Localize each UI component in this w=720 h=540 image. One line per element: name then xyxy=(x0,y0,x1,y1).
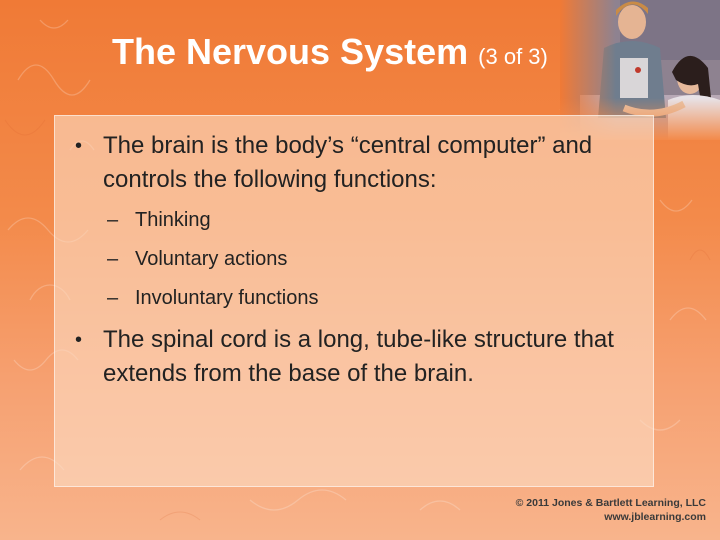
bullet-marker: • xyxy=(75,135,83,157)
sub-bullet-text: Thinking xyxy=(135,209,211,231)
sub-bullet-text: Voluntary actions xyxy=(135,248,288,270)
slide-title-suffix: (3 of 3) xyxy=(478,44,548,69)
bullet-marker: • xyxy=(75,329,83,351)
sub-bullet-item: –Voluntary actions xyxy=(107,245,287,273)
copyright-line: © 2011 Jones & Bartlett Learning, LLC xyxy=(515,497,706,509)
content-panel: • The brain is the body’s “central compu… xyxy=(54,115,654,487)
publisher-url: www.jblearning.com xyxy=(604,511,706,523)
sub-bullet-item: –Involuntary functions xyxy=(107,284,318,312)
sub-bullet-marker: – xyxy=(107,287,119,309)
bullet-text: The spinal cord is a long, tube-like str… xyxy=(103,326,614,387)
sub-bullet-marker: – xyxy=(107,248,119,270)
slide-title: The Nervous System (3 of 3) xyxy=(112,30,548,79)
sub-bullet-item: –Thinking xyxy=(107,206,211,234)
bullet-item: • The spinal cord is a long, tube-like s… xyxy=(75,323,645,391)
sub-bullet-text: Involuntary functions xyxy=(135,287,319,309)
slide-title-text: The Nervous System xyxy=(112,31,469,72)
copyright-notice: © 2011 Jones & Bartlett Learning, LLC ww… xyxy=(516,496,706,524)
bullet-item: • The brain is the body’s “central compu… xyxy=(75,129,645,197)
sub-bullet-marker: – xyxy=(107,209,119,231)
bullet-text: The brain is the body’s “central compute… xyxy=(103,132,593,193)
